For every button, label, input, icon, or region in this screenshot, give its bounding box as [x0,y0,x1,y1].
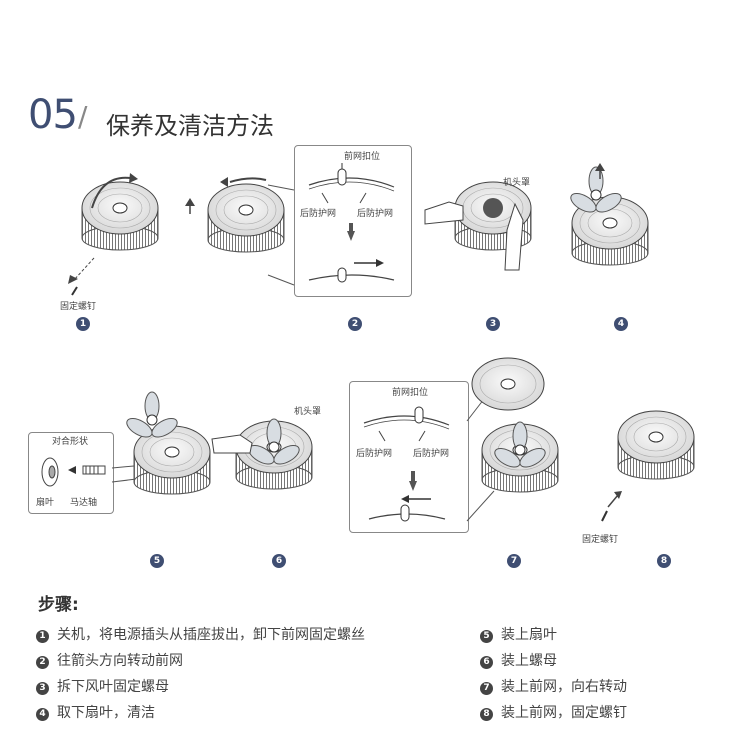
figure-5-fan-assembly [41,457,179,487]
figure-8-fan [601,410,695,522]
label-rear-guard-2b: 后防护网 [357,209,394,219]
detail-panel-2 [294,145,412,297]
section-number: 05 [28,92,78,138]
label-align-shape: 对合形状 [52,437,89,447]
figure-number-7: 7 [507,554,521,568]
figure-number-8: 8 [657,554,671,568]
label-rear-guard-7a: 后防护网 [356,449,393,459]
title-slash: / [78,100,88,133]
label-fan-blade: 扇叶 [36,498,55,508]
label-fixing-screw-8: 固定螺钉 [582,535,619,545]
page-title: 保养及清洁方法 [106,112,274,140]
label-fixing-screw-1: 固定螺钉 [60,302,97,312]
label-motor-cover-3: 机头罩 [503,178,531,188]
detail-panel-7-drawing [363,398,495,522]
figure-number-3: 3 [486,317,500,331]
label-motor-cover-6: 机头罩 [294,407,322,417]
figure-number-6: 6 [272,554,286,568]
figure-2-fan [185,177,285,253]
label-front-clip-2: 前网扣位 [344,152,381,162]
figure-4-fan-blade [567,163,649,266]
figure-7-front-grill [471,357,545,411]
figure-number-5: 5 [150,554,164,568]
detail-panel-2-drawing [267,163,395,286]
figure-7-fan [481,421,559,493]
figure-number-4: 4 [614,317,628,331]
figure-number-2: 2 [348,317,362,331]
label-front-clip-7: 前网扣位 [392,388,429,398]
label-rear-guard-7b: 后防护网 [413,449,450,459]
figure-number-1: 1 [76,317,90,331]
figure-1-fan [68,173,159,296]
steps-title: 步骤: [38,595,79,615]
figure-6-fan-hand [211,418,313,490]
label-rear-guard-2a: 后防护网 [300,209,337,219]
label-motor-shaft: 马达轴 [70,498,98,508]
figure-3-fan-hand [424,181,532,271]
